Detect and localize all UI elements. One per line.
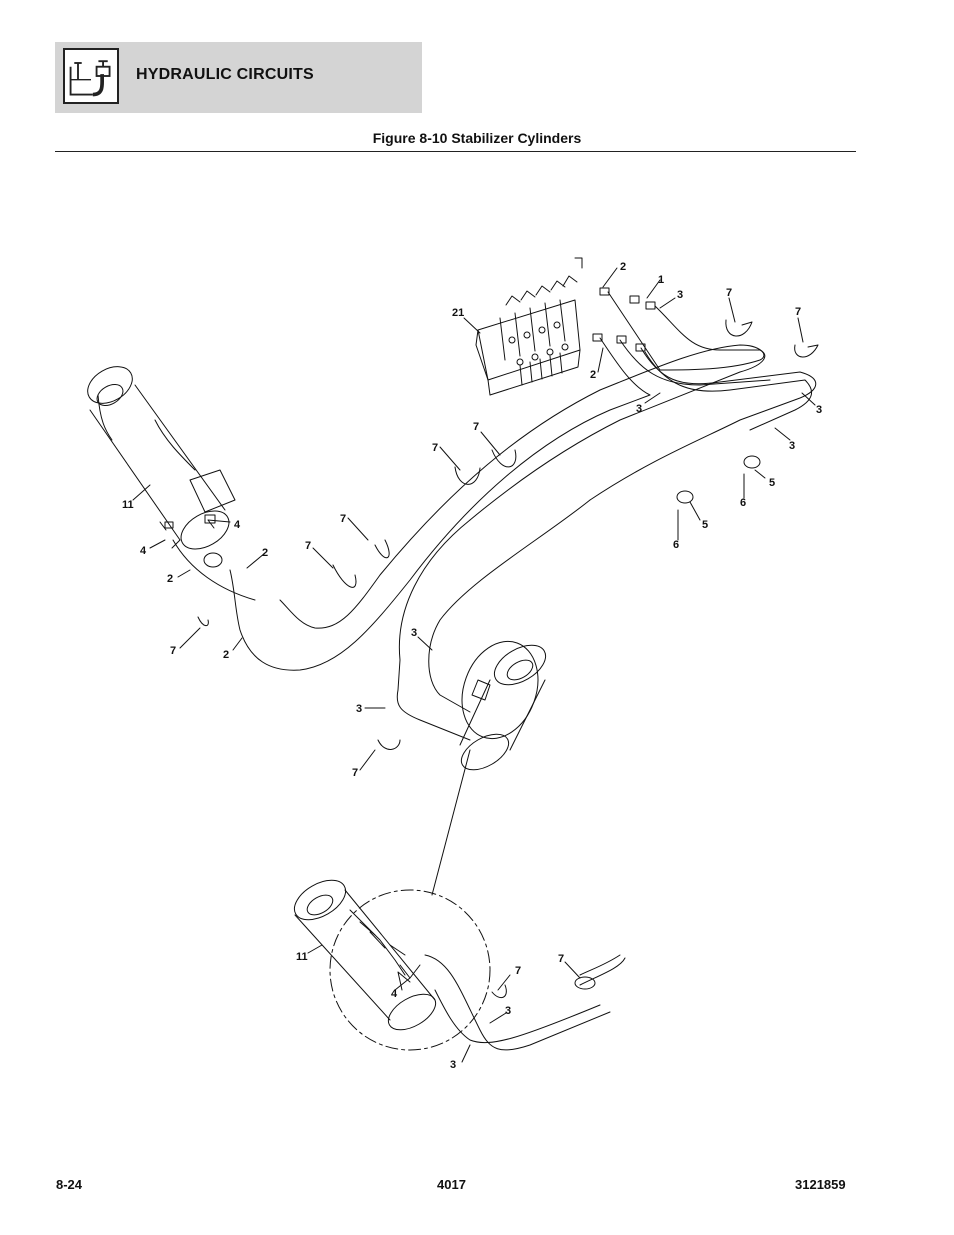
page-number: 8-24	[56, 1177, 83, 1192]
callout-label: 2	[167, 573, 173, 585]
callout-label: 2	[590, 369, 596, 381]
callout-label: 7	[352, 767, 358, 779]
fasteners-item-4	[159, 519, 215, 549]
callout-label: 2	[620, 261, 626, 273]
callout-label: 3	[356, 703, 362, 715]
cable-ties	[197, 319, 819, 999]
callout-label: 7	[473, 421, 479, 433]
callout-label: 3	[411, 627, 417, 639]
figure-title: Figure 8-10 Stabilizer Cylinders	[372, 130, 582, 146]
left-stabilizer-cylinder	[87, 366, 256, 601]
callout-label: 1	[658, 274, 664, 286]
callout-label: 7	[305, 540, 311, 552]
callout-label: 7	[432, 442, 438, 454]
callout-label: 7	[795, 306, 801, 318]
control-valve-bank	[475, 257, 583, 396]
section-title: HYDRAULIC CIRCUITS	[136, 66, 314, 83]
detail-view	[293, 879, 626, 1051]
callout-label: 3	[636, 403, 642, 415]
detail-lead-line	[431, 749, 471, 896]
callout-label: 11	[296, 951, 308, 963]
clamps	[676, 455, 761, 541]
callout-label: 7	[558, 953, 564, 965]
callout-label: 3	[816, 404, 822, 416]
callout-label: 2	[262, 547, 268, 559]
callout-label: 6	[673, 539, 679, 551]
callout-label: 3	[789, 440, 795, 452]
callout-label: 3	[505, 1005, 511, 1017]
callout-label: 4	[234, 519, 241, 531]
callout-label: 7	[726, 287, 732, 299]
callout-label: 7	[515, 965, 521, 977]
callout-label: 4	[391, 988, 398, 1000]
callout-leaders	[132, 267, 816, 1063]
callout-label: 3	[450, 1059, 456, 1071]
title-rule	[55, 151, 856, 152]
document-number: 3121859	[795, 1177, 846, 1192]
callout-label: 2	[223, 649, 229, 661]
hoses-item-3	[396, 305, 817, 741]
callout-label: 7	[170, 645, 176, 657]
model-number: 4017	[437, 1177, 466, 1192]
callout-label: 5	[769, 477, 775, 489]
callout-label: 6	[740, 497, 746, 509]
callout-label: 21	[452, 307, 464, 319]
hydraulic-circuits-icon	[63, 48, 119, 104]
callout-label: 5	[702, 519, 708, 531]
hoses-item-2	[229, 291, 765, 671]
callout-label: 3	[677, 289, 683, 301]
callout-label: 11	[122, 499, 134, 511]
callout-labels: 2 1 3 7 7 21 2 3 3 3 7 7 5 6 5 6 11 4 4 …	[122, 261, 822, 1071]
callout-label: 4	[140, 545, 147, 557]
right-stabilizer-cylinder	[459, 640, 547, 771]
callout-label: 7	[340, 513, 346, 525]
